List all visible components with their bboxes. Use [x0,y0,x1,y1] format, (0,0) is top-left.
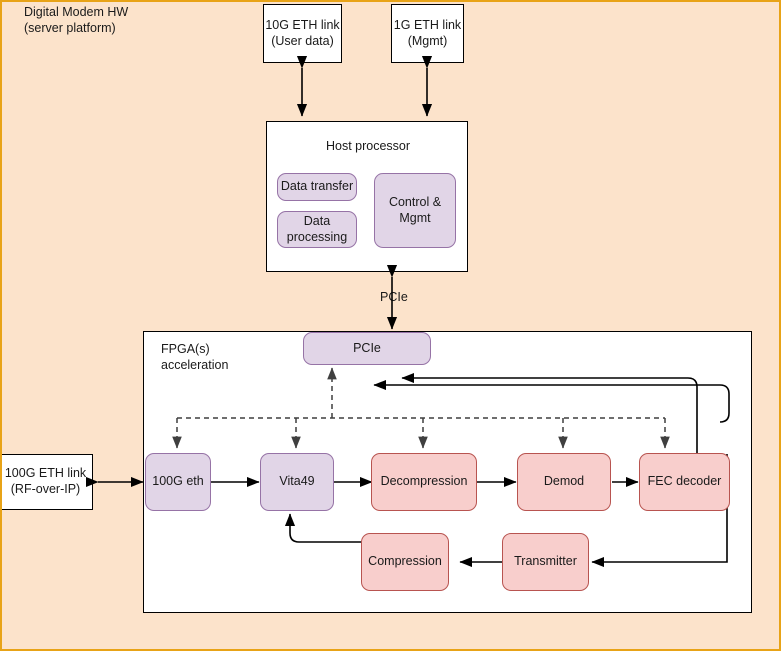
external-link-10g-eth: 10G ETH link (User data) [263,4,342,63]
platform-title-label: Digital Modem HW (server platform) [24,5,129,36]
fpga-block-fec-decoder: FEC decoder [639,453,730,511]
fpga-block-transmitter: Transmitter [502,533,589,591]
host-block-data-transfer: Data transfer [277,173,357,201]
host-block-data-processing: Data processing [277,211,357,248]
host-block-control-mgmt: Control & Mgmt [374,173,456,248]
fpga-block-compression: Compression [361,533,449,591]
external-link-100g-eth: 100G ETH link (RF-over-IP) [2,454,93,510]
host-processor-title: Host processor [325,139,411,153]
fpga-block-demod: Demod [517,453,611,511]
external-link-1g-eth: 1G ETH link (Mgmt) [391,4,464,63]
fpga-block-100g-eth: 100G eth [145,453,211,511]
fpga-block-pcie: PCIe [303,332,431,365]
fpga-block-decompression: Decompression [371,453,477,511]
fpga-title-label: FPGA(s) acceleration [161,342,229,373]
fpga-block-vita49: Vita49 [260,453,334,511]
pcie-link-label: PCIe [380,290,408,304]
